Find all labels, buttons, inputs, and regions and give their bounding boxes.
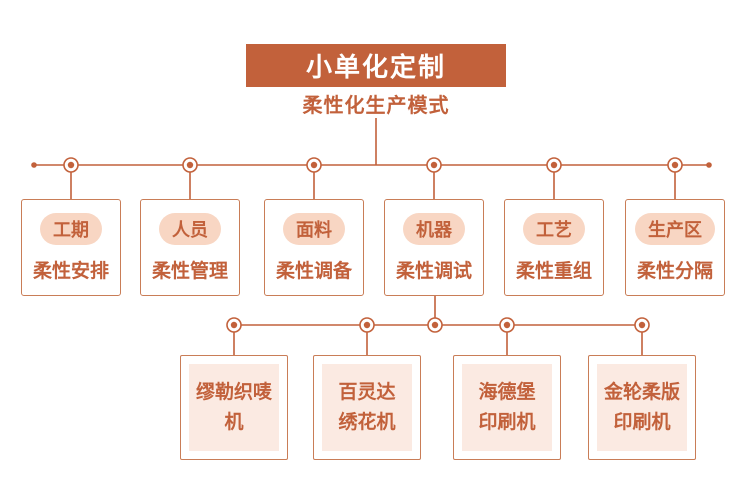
node-tag-badge: 工期 bbox=[40, 212, 102, 245]
node-label: 柔性安排 bbox=[32, 259, 109, 282]
diagram-subtitle: 柔性化生产模式 bbox=[302, 93, 450, 117]
connector-node bbox=[182, 157, 198, 173]
connector-node bbox=[499, 317, 515, 333]
level1-node-fabric: 面料 柔性调备 bbox=[264, 199, 364, 296]
node-label: 柔性管理 bbox=[151, 259, 228, 282]
level1-node-machine: 机器 柔性调试 bbox=[384, 199, 484, 296]
level1-node-production-area: 生产区 柔性分隔 bbox=[625, 199, 725, 296]
level1-node-schedule: 工期 柔性安排 bbox=[21, 199, 121, 296]
connector-node bbox=[667, 157, 683, 173]
root-node: 小单化定制 bbox=[246, 44, 506, 87]
machine-label: 海德堡 印刷机 bbox=[462, 364, 552, 451]
node-label: 柔性分隔 bbox=[636, 259, 713, 282]
node-label: 柔性调试 bbox=[395, 259, 472, 282]
level2-node-machine-1: 缪勒织唛机 bbox=[180, 355, 288, 460]
rail-end-dot-left bbox=[31, 162, 37, 168]
rail-end-dot-right bbox=[706, 162, 712, 168]
machine-label: 缪勒织唛机 bbox=[189, 364, 279, 451]
connector-node bbox=[427, 317, 443, 333]
machine-label: 金轮柔版 印刷机 bbox=[597, 364, 687, 451]
connector-node bbox=[306, 157, 322, 173]
node-tag-badge: 工艺 bbox=[523, 212, 585, 245]
connector-node bbox=[634, 317, 650, 333]
level1-node-craft: 工艺 柔性重组 bbox=[504, 199, 604, 296]
node-tag-badge: 面料 bbox=[283, 212, 345, 245]
node-tag-badge: 机器 bbox=[403, 212, 465, 245]
level2-node-machine-2: 百灵达 绣花机 bbox=[313, 355, 421, 460]
connector-node bbox=[359, 317, 375, 333]
node-tag-badge: 生产区 bbox=[635, 212, 715, 245]
connector-node bbox=[546, 157, 562, 173]
level2-node-machine-4: 金轮柔版 印刷机 bbox=[588, 355, 696, 460]
node-label: 柔性调备 bbox=[275, 259, 352, 282]
machine-label: 百灵达 绣花机 bbox=[322, 364, 412, 451]
root-node-label: 小单化定制 bbox=[305, 53, 446, 83]
node-tag-badge: 人员 bbox=[159, 212, 221, 245]
connector-node bbox=[63, 157, 79, 173]
level1-node-personnel: 人员 柔性管理 bbox=[140, 199, 240, 296]
node-label: 柔性重组 bbox=[515, 259, 592, 282]
connector-node bbox=[226, 317, 242, 333]
level2-node-machine-3: 海德堡 印刷机 bbox=[453, 355, 561, 460]
connector-node bbox=[426, 157, 442, 173]
